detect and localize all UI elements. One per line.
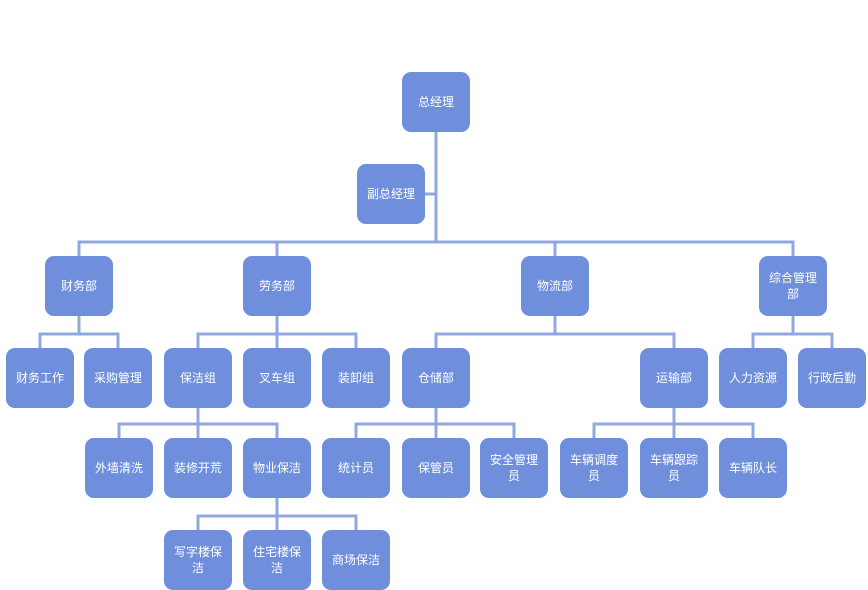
node-label: 总经理 [417,95,454,109]
node-label: 行政后勤 [807,371,856,385]
node-hr-resources: 人力资源 [719,348,787,408]
node-label: 安全管理员 [489,453,538,483]
node-vehicle-tracker: 车辆跟踪员 [640,438,708,498]
node-general-manager: 总经理 [402,72,470,132]
node-label: 仓储部 [417,371,454,385]
node-admin-dept: 综合管理部 [759,256,827,316]
node-admin-logistics: 行政后勤 [798,348,866,408]
node-label: 叉车组 [258,371,295,385]
node-label: 人力资源 [728,371,777,385]
node-label: 保洁组 [179,371,216,385]
node-label: 采购管理 [93,371,142,385]
node-label: 财务部 [60,279,97,293]
node-office-cleaning: 写字楼保洁 [164,530,232,590]
node-safety-manager: 安全管理员 [480,438,548,498]
node-label: 车辆队长 [728,461,777,475]
node-label: 写字楼保洁 [173,545,222,575]
node-label: 物业保洁 [252,461,301,475]
node-statistician: 统计员 [322,438,390,498]
node-label: 装卸组 [337,371,374,385]
node-loading-group: 装卸组 [322,348,390,408]
node-label: 运输部 [655,371,692,385]
node-label: 保管员 [417,461,454,475]
node-label: 外墙清洗 [94,461,143,475]
node-wall-cleaning: 外墙清洗 [85,438,153,498]
node-custodian: 保管员 [402,438,470,498]
node-deputy-manager: 副总经理 [357,164,425,224]
node-mall-cleaning: 商场保洁 [322,530,390,590]
node-vehicle-dispatcher: 车辆调度员 [560,438,628,498]
node-label: 统计员 [337,461,374,475]
node-residential-cleaning: 住宅楼保洁 [243,530,311,590]
node-label: 财务工作 [15,371,64,385]
node-labor-dept: 劳务部 [243,256,311,316]
node-label: 副总经理 [366,187,415,201]
node-label: 商场保洁 [331,553,380,567]
node-label: 住宅楼保洁 [252,545,301,575]
node-transport-dept: 运输部 [640,348,708,408]
node-property-cleaning: 物业保洁 [243,438,311,498]
node-label: 综合管理部 [768,271,817,301]
node-procurement: 采购管理 [84,348,152,408]
node-finance-work: 财务工作 [6,348,74,408]
node-label: 劳务部 [258,279,295,293]
node-label: 车辆调度员 [569,453,618,483]
node-logistics-dept: 物流部 [521,256,589,316]
node-finance-dept: 财务部 [45,256,113,316]
node-warehouse-dept: 仓储部 [402,348,470,408]
node-fleet-captain: 车辆队长 [719,438,787,498]
node-label: 装修开荒 [173,461,222,475]
node-forklift-group: 叉车组 [243,348,311,408]
node-label: 车辆跟踪员 [649,453,698,483]
node-cleaning-group: 保洁组 [164,348,232,408]
node-renovation-cleanup: 装修开荒 [164,438,232,498]
node-label: 物流部 [536,279,573,293]
